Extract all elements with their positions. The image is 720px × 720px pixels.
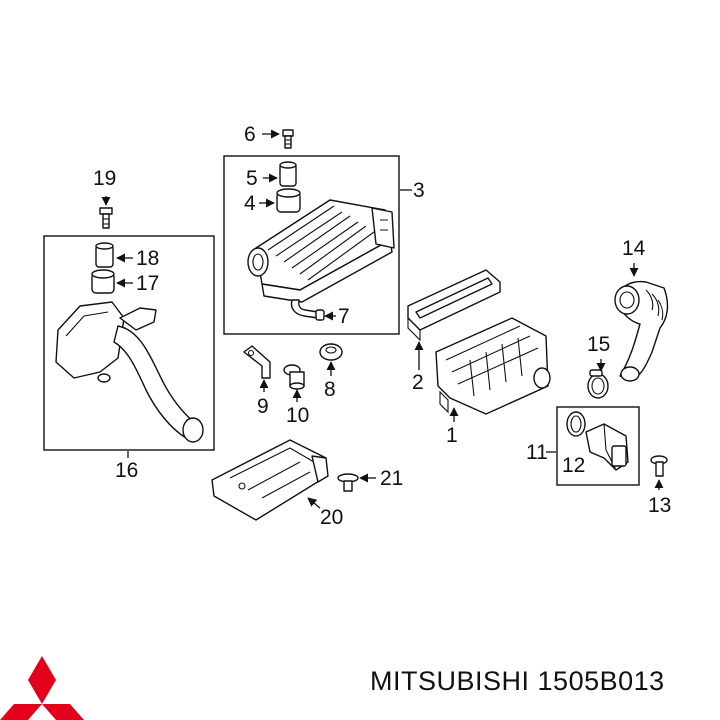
callout-6: 6 [244,123,256,146]
bushing-part-4 [276,188,301,213]
hose-clamp-part-15 [587,369,609,399]
bolt-part-6 [282,129,294,149]
callout-20: 20 [320,506,343,529]
air-cleaner-housing-part-1 [435,317,551,415]
callout-21: 21 [380,467,403,490]
callout-17: 17 [136,272,159,295]
bolt-part-13 [650,455,668,477]
intake-hose-part-14 [614,280,669,382]
grommet-part-5 [279,161,297,187]
bolt-part-19 [99,207,113,229]
callout-16: 16 [115,459,138,482]
intake-resonator-part-3 [247,199,395,303]
brand-caption: MITSUBISHI 1505B013 [370,666,665,697]
callout-7: 7 [338,305,350,328]
callout-18: 18 [136,247,159,270]
group-box-16 [43,235,215,451]
callout-3: 3 [413,179,425,202]
callout-12: 12 [562,454,585,477]
callout-15: 15 [587,333,610,356]
callout-8: 8 [324,378,336,401]
group-box-11 [556,406,640,486]
grommet-part-18 [95,242,114,268]
mounting-bracket-part-20 [211,439,329,521]
callout-2: 2 [412,371,424,394]
grommet-part-8 [319,343,343,361]
part-number: 1505B013 [537,666,665,696]
bracket-part-9 [243,345,271,379]
callout-5: 5 [246,167,258,190]
callout-11: 11 [526,441,548,464]
callout-19: 19 [93,167,116,190]
callout-14: 14 [622,237,646,260]
air-inlet-duct-part-16 [55,301,204,443]
airflow-sensor-part-11 [585,423,629,471]
bushing-part-17 [91,269,115,294]
group-box-3 [223,155,400,335]
callout-13: 13 [648,494,671,517]
brand-name: MITSUBISHI [370,666,530,696]
callout-9: 9 [257,395,269,418]
callout-10: 10 [286,404,309,427]
leader-lines [101,129,664,509]
mitsubishi-logo-icon [0,656,84,720]
bolt-part-10 [283,364,305,390]
hose-part-7 [290,299,325,321]
o-ring-part-12 [566,411,586,437]
air-filter-element-part-2 [407,269,501,342]
callout-numbers: 1 2 3 4 5 6 7 8 9 10 11 12 13 14 15 16 1… [93,123,671,529]
callout-4: 4 [244,192,256,215]
clip-part-21 [337,473,359,492]
callout-1: 1 [446,424,458,447]
